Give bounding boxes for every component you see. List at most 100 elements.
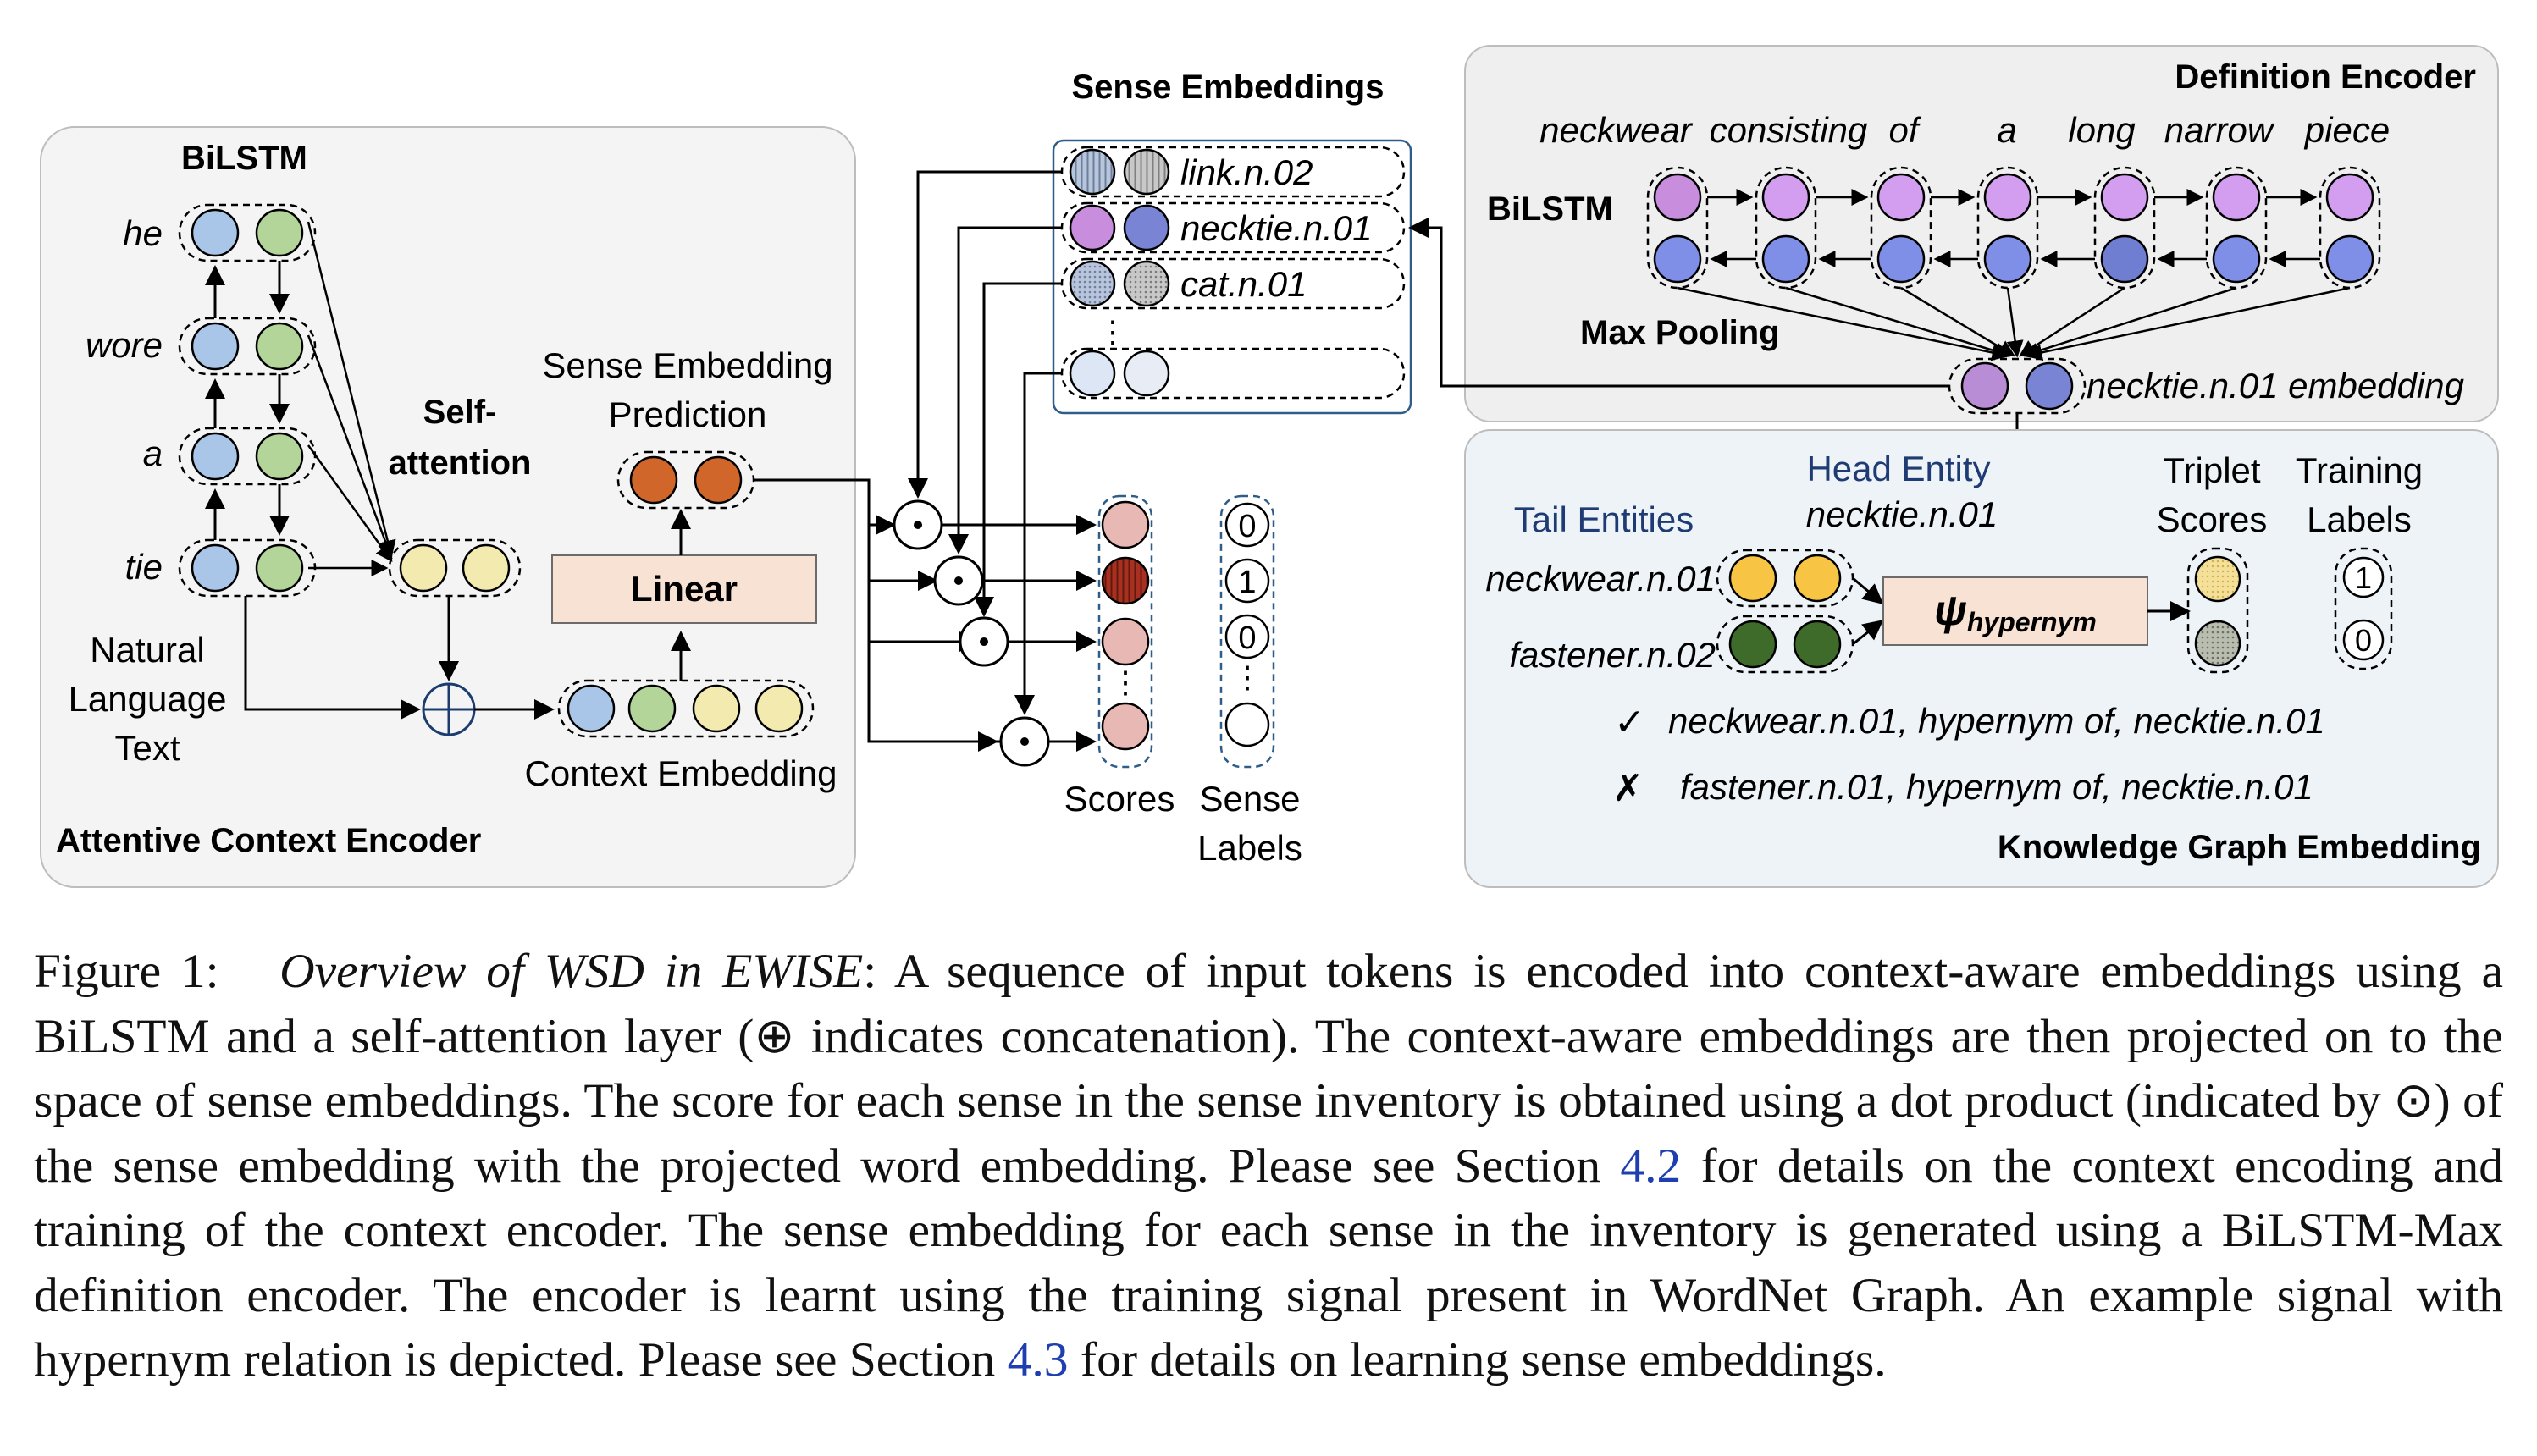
def-bilstm-columns: [1646, 166, 2381, 290]
sense-label-ellipsis: ⋮: [1232, 659, 1263, 694]
sense-label-value-3: 0: [1238, 620, 1256, 656]
input-label-1: Natural: [90, 630, 204, 670]
token-wore: wore: [86, 325, 163, 365]
training-label-value-2: 0: [2355, 623, 2372, 658]
def-word-of: of: [1888, 110, 1921, 150]
bilstm-cell-wore: [178, 317, 317, 376]
tail-entity-neckwear: neckwear.n.01: [1485, 559, 1716, 598]
bilstm-arrows: [205, 261, 290, 540]
linear-label: Linear: [631, 569, 738, 609]
sense-row-link: link.n.02: [1060, 146, 1406, 198]
dot-product-2: [933, 555, 984, 606]
triplet-scores-column: [2186, 547, 2249, 674]
caption-prefix: Figure 1:: [34, 945, 219, 998]
score-2: [1101, 556, 1150, 605]
def-word-a: a: [1997, 110, 2016, 150]
dot-product-4: [999, 716, 1050, 767]
sense-row-empty: [1060, 347, 1406, 400]
max-pooling-label: Max Pooling: [1580, 314, 1780, 351]
bilstm-label: BiLSTM: [181, 140, 307, 177]
example-true-mark: ✓: [1614, 702, 1645, 743]
sense-label-necktie: necktie.n.01: [1180, 208, 1373, 248]
prediction-cell: [616, 450, 755, 510]
def-word-long: long: [2068, 110, 2135, 150]
sense-row-cat: cat.n.01: [1060, 257, 1406, 310]
attention-input-arrows: [307, 221, 396, 576]
training-labels-label-1: Training: [2296, 450, 2423, 490]
sense-embeddings-title: Sense Embeddings: [1072, 69, 1385, 106]
score-3: [1101, 617, 1150, 666]
caption-text-3: for details on learning sense embeddings…: [1068, 1333, 1887, 1387]
definition-output-cell: [1948, 357, 2087, 415]
sense-ellipsis: ⋮: [1097, 314, 1128, 349]
psi-hypernym-box: [1882, 576, 2148, 646]
training-label-value-1: 1: [2355, 560, 2372, 595]
self-attention-label-1: Self-: [423, 394, 497, 431]
figure-caption: Figure 1: Overview of WSD in EWISE: A se…: [34, 940, 2503, 1393]
max-pooling-arrows: [1677, 286, 2351, 361]
training-labels-column: 1 0: [2334, 547, 2393, 670]
def-word-piece: piece: [2303, 110, 2390, 150]
sense-labels-label-1: Sense: [1199, 779, 1300, 819]
head-entity-value: necktie.n.01: [1806, 494, 1998, 534]
definition-encoder-title: Definition Encoder: [2175, 58, 2476, 96]
def-word-consisting: consisting: [1710, 110, 1868, 150]
tail-entity-fastener: fastener.n.02: [1509, 635, 1716, 675]
kg-embedding-panel: Knowledge Graph Embedding Tail Entities …: [1464, 429, 2499, 888]
definition-to-sense-arrow: [1408, 218, 1949, 388]
score-1: [1101, 500, 1150, 549]
psi-hypernym-label: ψhypernym: [1934, 587, 2097, 637]
self-attention-cell: [388, 538, 522, 598]
section-link-4-2[interactable]: 4.2: [1620, 1139, 1682, 1193]
scores-label: Scores: [1064, 779, 1175, 819]
dot-products: [893, 499, 1050, 767]
context-encoder-title: Attentive Context Encoder: [56, 822, 481, 859]
sense-label-value-1: 0: [1238, 509, 1256, 544]
kg-embedding-title: Knowledge Graph Embedding: [1998, 829, 2481, 866]
def-bilstm-arrows: [1707, 189, 2320, 267]
sense-label-value-2: 1: [1238, 565, 1256, 600]
sense-row-necktie: necktie.n.01: [1060, 201, 1406, 254]
sense-label-cat: cat.n.01: [1180, 264, 1307, 304]
ewise-architecture-figure: Attentive Context Encoder BiLSTM he wore…: [40, 45, 2499, 888]
def-bilstm-label: BiLSTM: [1487, 190, 1613, 228]
prediction-label-2: Prediction: [609, 394, 767, 434]
training-labels-label-2: Labels: [2307, 499, 2412, 539]
sense-to-dots-arrows: [908, 170, 1062, 715]
sense-labels-column: 0 1 0 ⋮: [1219, 494, 1275, 769]
dot-product-1: [893, 499, 943, 550]
example-true-text: neckwear.n.01, hypernym of, necktie.n.01: [1668, 701, 2325, 741]
input-label-3: Text: [114, 728, 180, 768]
self-attention-label-2: attention: [389, 444, 532, 482]
triplet-scores-label-1: Triplet: [2163, 450, 2260, 490]
definition-encoder-panel: Definition Encoder neckwear consisting o…: [1464, 45, 2499, 422]
context-embedding-label: Context Embedding: [525, 753, 837, 793]
dots-to-scores-arrows: [942, 515, 1097, 752]
section-link-4-3[interactable]: 4.3: [1007, 1333, 1069, 1387]
context-embedding-cell: [557, 679, 815, 738]
example-false-mark: ✗: [1612, 768, 1644, 809]
token-tie: tie: [125, 547, 163, 587]
scores-column: ⋮: [1097, 494, 1153, 769]
sense-labels-label-2: Labels: [1197, 828, 1302, 868]
caption-title: Overview of WSD in EWISE: [279, 945, 864, 998]
triplet-scores-label-2: Scores: [2157, 499, 2268, 539]
def-word-neckwear: neckwear: [1539, 110, 1694, 150]
tail-entities-label: Tail Entities: [1514, 499, 1694, 539]
concat-symbol: [422, 682, 476, 736]
score-4: [1101, 702, 1150, 751]
score-ellipsis: ⋮: [1110, 665, 1141, 699]
token-a: a: [143, 433, 163, 473]
bilstm-cell-tie: [178, 538, 317, 598]
sense-embeddings-block: Sense Embeddings link.n.02 necktie.n.01 …: [1052, 69, 1412, 415]
caption-text-2: for details on the context encoding and …: [34, 1139, 2503, 1387]
sense-label-link: link.n.02: [1180, 152, 1313, 192]
caption-text-1: : A sequence of input tokens is encoded …: [34, 945, 2504, 1193]
input-label-2: Language: [69, 679, 227, 719]
def-word-narrow: narrow: [2164, 110, 2275, 150]
token-he: he: [123, 213, 163, 253]
tail-embedding-fastener: [1716, 615, 1854, 674]
dot-product-3: [959, 616, 1009, 667]
head-entity-label: Head Entity: [1806, 449, 1990, 488]
bilstm-cell-he: [178, 203, 317, 262]
